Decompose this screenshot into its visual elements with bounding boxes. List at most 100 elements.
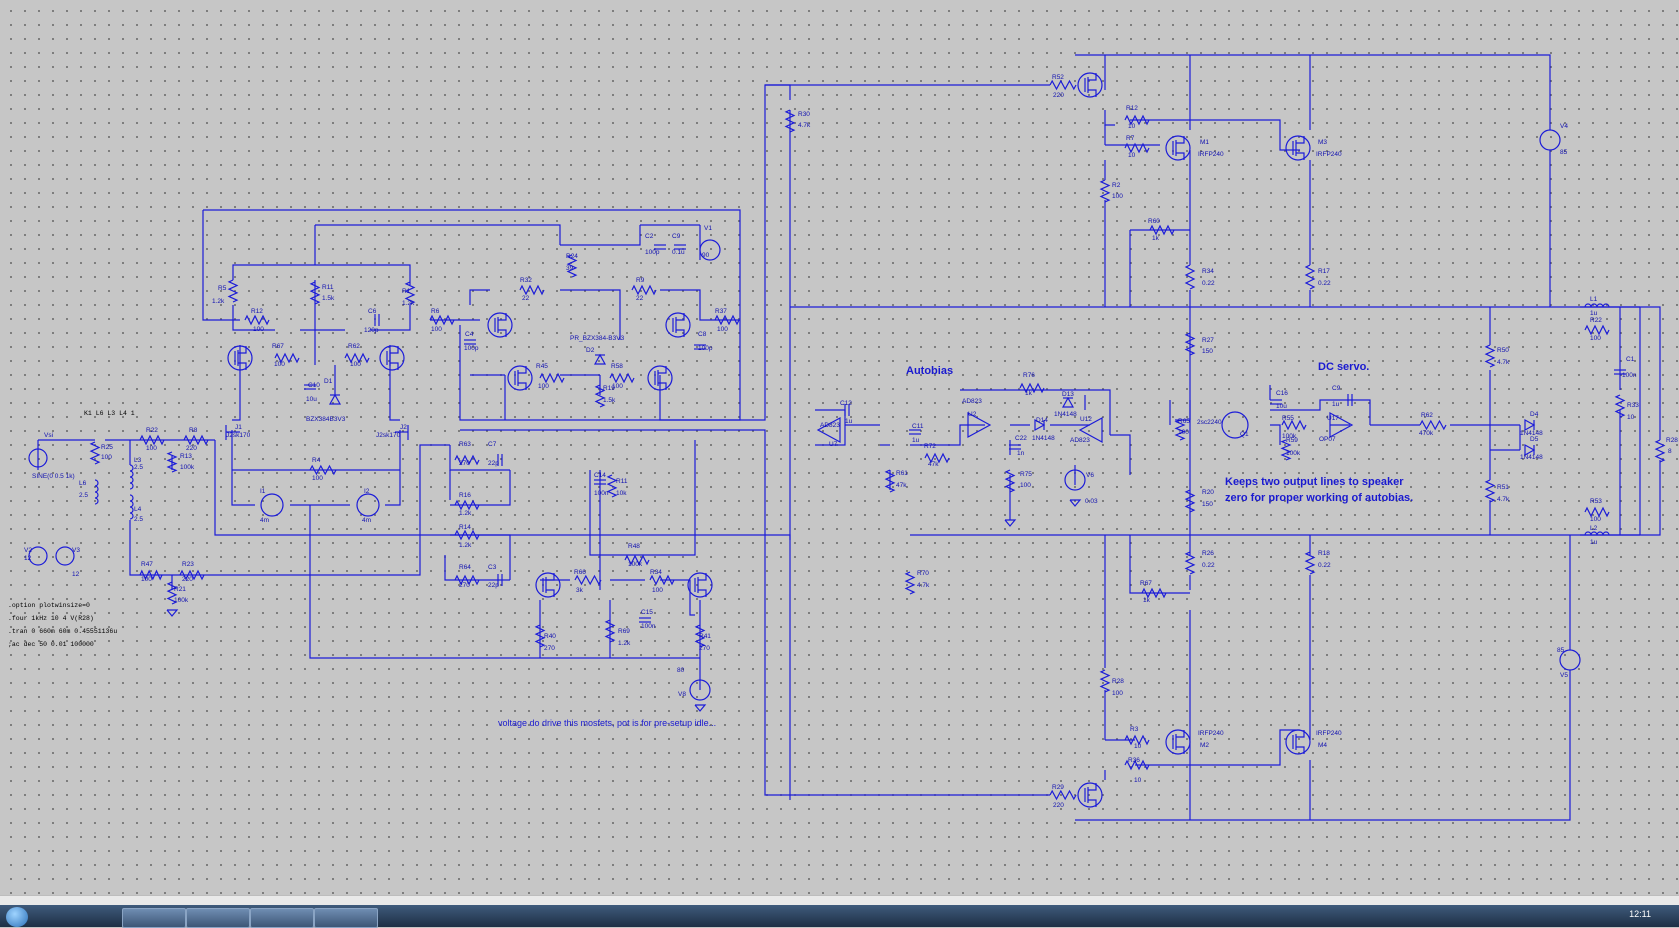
- resistor-r8: [183, 434, 209, 446]
- lbl-c9v: 0.1u: [672, 249, 685, 256]
- k-statement: K1 L6 L3 L4 1: [84, 410, 135, 417]
- lbl-i1v: 4m: [260, 517, 269, 524]
- wires: [37, 54, 1661, 821]
- opamp-u12: [1078, 416, 1103, 444]
- lbl-u17: U17: [1327, 415, 1339, 422]
- resistor-r51: [1484, 479, 1496, 503]
- lbl-u7v: AD823: [820, 422, 840, 429]
- resistor-r9: [631, 284, 657, 296]
- lbl-c4: C4: [465, 331, 474, 338]
- lbl-l3v: 2.5: [134, 464, 143, 471]
- lbl-r9v: 22: [636, 295, 644, 302]
- taskbar-item-explorer[interactable]: [122, 908, 186, 928]
- lbl-r19: R19: [603, 385, 615, 392]
- lbl-r30: R30: [798, 111, 810, 118]
- lbl-d14v: 1N4148: [1032, 435, 1055, 442]
- directive-3: .tran 0 660m 60m 0.45551136u: [8, 628, 117, 635]
- taskbar-item-window[interactable]: [314, 908, 378, 928]
- lbl-r13v: 100k: [180, 464, 195, 471]
- schematic-canvas[interactable]: Vsi SINE(0 0.5 1k) R25 100 R22 100 R8 22…: [0, 0, 1679, 895]
- lbl-r27: R27: [1202, 337, 1214, 344]
- lbl-d5: D5: [1530, 436, 1539, 443]
- taskbar: 12:11: [0, 905, 1679, 928]
- lbl-r34b: R34: [1202, 268, 1214, 275]
- lbl-r2: R2: [1112, 182, 1121, 189]
- lbl-j2: J2: [400, 424, 407, 431]
- mosfet-lower-right: [687, 572, 713, 598]
- lbl-r8v: 220: [186, 445, 197, 452]
- source-v5: [1559, 649, 1581, 671]
- diode-d4: [1524, 418, 1536, 432]
- autobias-title: Autobias: [906, 365, 953, 377]
- lbl-u7: U7: [829, 441, 838, 448]
- lbl-c9: C9: [672, 233, 681, 240]
- resistor-r18: [1304, 551, 1316, 575]
- lbl-r62: R62: [348, 343, 360, 350]
- lbl-r59: R59: [1286, 437, 1298, 444]
- lbl-r69v: 1.2k: [618, 640, 631, 647]
- source-v8: [689, 679, 711, 701]
- diode-d14: [1034, 418, 1046, 432]
- resistor-r11b: [606, 474, 618, 498]
- mosfet-m2: [1165, 729, 1191, 755]
- clock: 12:11: [1629, 909, 1651, 919]
- inductor-l6: [94, 479, 99, 487]
- lbl-r29v: 220: [1053, 802, 1064, 809]
- lbl-l1v: 1u: [1590, 310, 1598, 317]
- resistor-r1: [404, 281, 416, 305]
- lbl-d2v: PR_BZX384-B3V3: [570, 335, 625, 342]
- lbl-c14: C14: [594, 472, 606, 479]
- resistor-r26: [1184, 551, 1196, 575]
- lbl-r37v: 100: [717, 326, 728, 333]
- lbl-d4: D4: [1530, 411, 1539, 418]
- resistor-r48: [624, 554, 650, 566]
- taskbar-item-ltspice[interactable]: [250, 908, 314, 928]
- resistor-r70: [904, 571, 916, 595]
- lbl-r67bv: 1k: [1143, 597, 1151, 604]
- lbl-r7v: 10: [1128, 152, 1136, 159]
- status-bar: [0, 895, 1679, 906]
- lbl-c12v: 1u: [845, 418, 853, 425]
- lbl-r58: R58: [611, 363, 623, 370]
- lbl-c12: C12: [840, 400, 852, 407]
- diode-d2: [593, 353, 607, 365]
- lbl-c14v: 100n: [594, 490, 609, 497]
- lbl-d13: D13: [1062, 391, 1074, 398]
- directive-2: .four 1kHz 10 4 V(R28): [8, 615, 94, 622]
- lbl-r67v: 100: [274, 361, 285, 368]
- mosfet-lower-left: [535, 572, 561, 598]
- lbl-r72v: 47k: [928, 461, 939, 468]
- taskbar-item-browser[interactable]: [186, 908, 250, 928]
- start-button[interactable]: [6, 907, 28, 927]
- resistor-r61: [884, 469, 896, 493]
- lbl-r65: R65: [1178, 418, 1190, 425]
- resistor-r41: [694, 624, 706, 648]
- lbl-c11v: 1u: [912, 437, 920, 444]
- resistor-r23: [179, 569, 205, 581]
- ground-v8: [694, 704, 707, 712]
- lbl-r50v: 4.7k: [1497, 359, 1510, 366]
- resistor-r14: [454, 529, 480, 541]
- lbl-r48v: 100k: [628, 561, 643, 568]
- component-labels: Vsi SINE(0 0.5 1k) R25 100 R22 100 R8 22…: [24, 74, 1678, 809]
- resistor-r75: [1004, 469, 1016, 493]
- lbl-r29: R29: [1052, 784, 1064, 791]
- lbl-u12v: AD823: [1070, 437, 1090, 444]
- resistor-r21: [166, 581, 178, 605]
- lbl-d1v: BZX384B3V3: [306, 416, 346, 423]
- lbl-r61v: 47k: [896, 482, 907, 489]
- lbl-q1v: 2sc2240: [1197, 419, 1222, 426]
- lbl-r22b: R22: [1590, 317, 1602, 324]
- inductor-l3: [129, 464, 134, 472]
- lbl-r7: R7: [1126, 135, 1135, 142]
- lbl-r22v: 100: [146, 445, 157, 452]
- lbl-r66v: 3k: [576, 587, 584, 594]
- resistor-r29: [1049, 789, 1077, 801]
- lbl-r69: R69: [618, 628, 630, 635]
- lbl-v1: V1: [704, 225, 712, 232]
- resistor-r62: [344, 352, 370, 364]
- lbl-r61: R61: [896, 470, 908, 477]
- lbl-l3: L3: [134, 457, 142, 464]
- lbl-r34bv: 0.22: [1202, 280, 1215, 287]
- mosfet-m1: [1165, 135, 1191, 161]
